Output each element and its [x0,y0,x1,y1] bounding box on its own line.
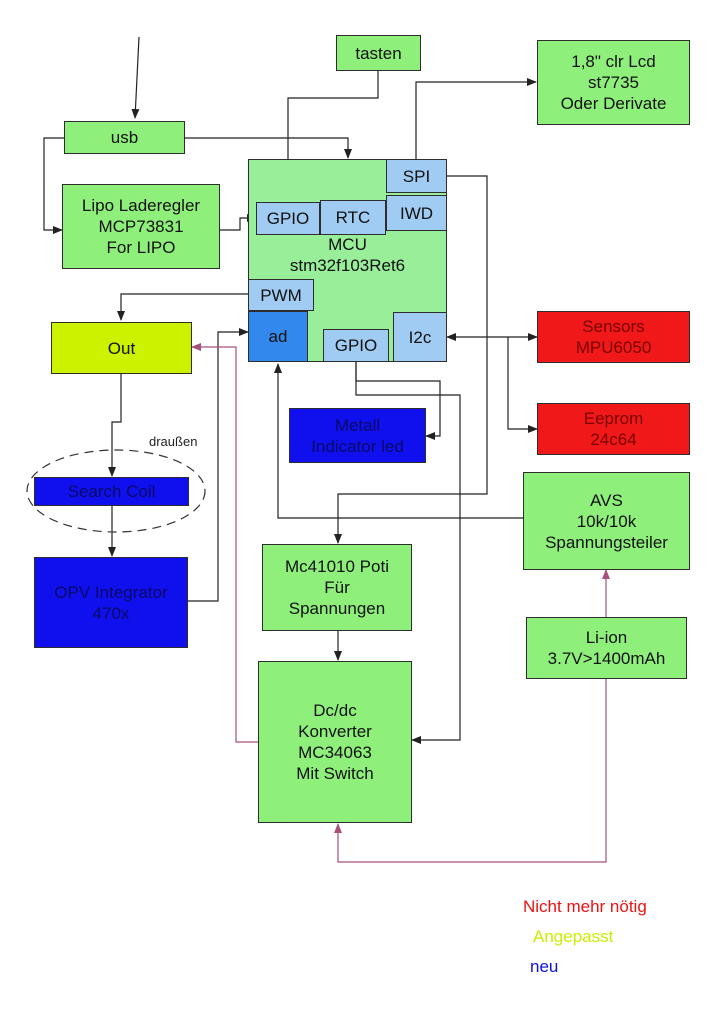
pwm-port: PWM [248,279,314,311]
search-coil-block: Search Coil [34,477,189,506]
poti-block: Mc41010 Poti Für Spannungen [262,544,412,631]
wire-avs-ad [274,363,523,519]
wire-gpio-dcdc [355,362,461,744]
ad-port: ad [248,311,308,362]
tasten-block: tasten [336,35,421,71]
spi-port: SPI [386,159,447,193]
wire-out-coil [108,374,122,477]
gpio-port-bottom: GPIO [323,329,389,362]
liion-block: Li-ion 3.7V>1400mAh [526,617,687,679]
out-block: Out [51,322,192,374]
opv-integrator-block: OPV Integrator 470x [34,557,188,648]
lcd-block: 1,8" clr Lcd st7735 Oder Derivate [537,40,690,125]
usb-block: usb [64,121,185,154]
outside-annotation: draußen [149,434,198,449]
rtc-port: RTC [320,200,386,235]
i2c-port: I2c [393,312,447,362]
wire-input-usb [131,36,140,119]
wire-tasten-gpio [284,71,379,203]
legend-item-adapted: Angepasst [533,927,614,946]
metall-led-block: Metall Indicator led [289,408,426,463]
power-liion-dcdc [334,679,607,863]
wire-i2c-eeprom [507,337,538,433]
wire-pwm-out [117,293,248,321]
gpio-port-left: GPIO [256,202,320,235]
eeprom-block: Eeprom 24c64 [537,403,690,455]
avs-block: AVS 10k/10k Spannungsteiler [523,472,690,570]
sensors-block: Sensors MPU6050 [537,311,690,363]
wire-opv-ad [188,328,249,602]
wire-spi-poti [334,175,488,544]
dcdc-block: Dc/dc Konverter MC34063 Mit Switch [258,661,412,823]
wire-usb-lipo [43,137,64,234]
power-dcdc-out [191,343,258,743]
wire-usb-mcu [185,137,352,159]
legend-item-new: neu [530,957,559,976]
wire-spi-lcd [415,78,537,159]
legend-item-removed: Nicht mehr nötig [523,897,647,916]
iwd-port: IWD [386,195,447,231]
outside-ellipse [26,449,206,533]
lipo-charger-block: Lipo Laderegler MCP73831 For LIPO [62,184,220,269]
